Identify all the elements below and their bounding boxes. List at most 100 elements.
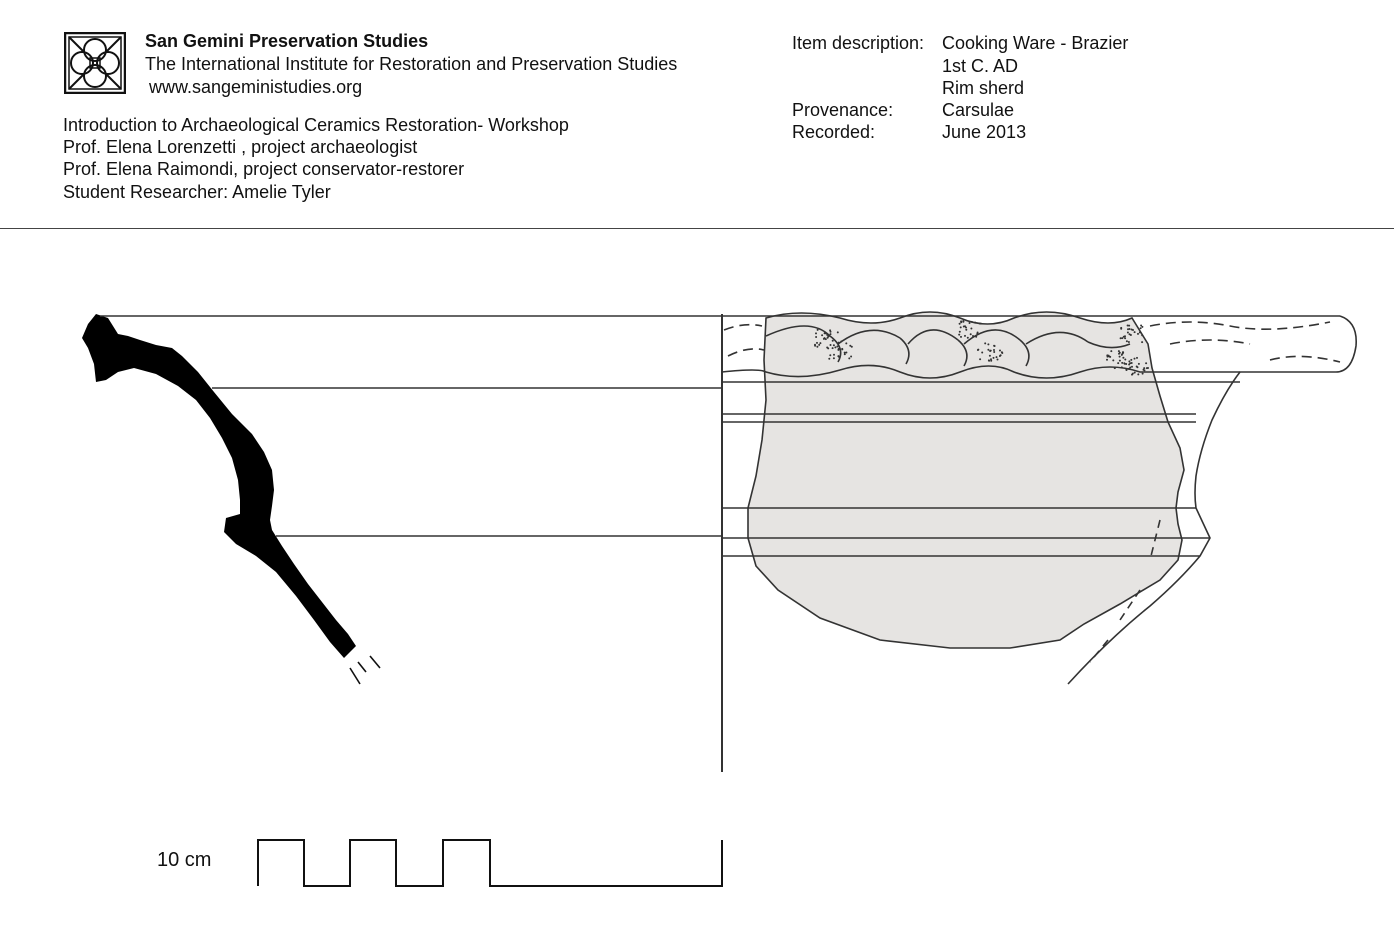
recorded-label: Recorded: xyxy=(792,122,876,142)
stipple-dot xyxy=(987,343,990,346)
stipple-dot xyxy=(1124,337,1127,340)
stipple-dot xyxy=(815,336,818,338)
stipple-dot xyxy=(1120,327,1123,330)
stipple-dot xyxy=(829,330,832,333)
stipple-dot xyxy=(816,328,819,331)
stipple-dot xyxy=(826,333,829,336)
stipple-dot xyxy=(972,335,974,337)
stipple-dot xyxy=(1124,335,1126,338)
stipple-dot xyxy=(1133,357,1136,360)
stipple-dot xyxy=(843,351,846,354)
archaeologist-credit: Prof. Elena Lorenzetti , project archaeo… xyxy=(63,137,418,157)
stipple-dot xyxy=(993,349,995,351)
stipple-dot xyxy=(829,354,832,357)
stipple-dot xyxy=(1133,371,1136,374)
stipple-dot xyxy=(1137,373,1140,376)
stipple-dot xyxy=(1127,367,1130,370)
stipple-dot xyxy=(990,358,992,361)
course-title: Introduction to Archaeological Ceramics … xyxy=(63,115,569,135)
header-divider xyxy=(0,228,1394,229)
stipple-dot xyxy=(1137,362,1140,365)
stipple-dot xyxy=(837,341,840,344)
stipple-dot xyxy=(831,347,834,350)
stipple-dot xyxy=(1137,332,1139,335)
item-description-line-3: Rim sherd xyxy=(942,78,1025,98)
stipple-dot xyxy=(833,353,835,356)
rim-section-profile xyxy=(82,314,356,658)
stipple-dot xyxy=(968,322,971,324)
stipple-dot xyxy=(1135,365,1138,368)
stipple-dot xyxy=(1117,362,1120,365)
item-description-label: Item description: xyxy=(792,33,925,53)
stipple-dot xyxy=(976,331,979,334)
stipple-dot xyxy=(1141,372,1144,375)
stipple-dot xyxy=(1117,350,1120,353)
stipple-dot xyxy=(1127,328,1129,331)
stipple-dot xyxy=(1128,363,1131,366)
stipple-dot xyxy=(962,325,965,328)
stipple-dot xyxy=(989,350,992,352)
stipple-dot xyxy=(1124,358,1127,361)
stipple-dot xyxy=(990,359,993,362)
stipple-dot xyxy=(969,333,972,336)
stipple-dot xyxy=(1110,350,1113,353)
institution-website: www.sangeministudies.org xyxy=(149,77,363,97)
stipple-dot xyxy=(988,359,991,362)
stipple-dot xyxy=(1121,361,1124,364)
stipple-dot xyxy=(1138,331,1141,334)
stipple-dot xyxy=(1143,367,1146,370)
stipple-dot xyxy=(965,326,967,329)
stipple-dot xyxy=(1121,337,1124,340)
stipple-dot xyxy=(1129,366,1132,369)
profile-construction-lines xyxy=(100,315,722,537)
stipple-dot xyxy=(1140,324,1143,327)
institution-subtitle: The International Institute for Restorat… xyxy=(145,54,678,74)
stipple-dot xyxy=(1141,341,1144,344)
stipple-dot xyxy=(1147,367,1149,369)
stipple-dot xyxy=(849,344,852,347)
stipple-dot xyxy=(996,358,999,361)
stipple-dot xyxy=(831,339,834,342)
stipple-dot xyxy=(960,321,963,324)
stipple-dot xyxy=(1113,367,1116,370)
provenance-label: Provenance: xyxy=(792,100,894,120)
stipple-dot xyxy=(984,342,987,345)
stipple-dot xyxy=(1145,362,1148,365)
stipple-dot xyxy=(992,356,995,359)
stipple-dot xyxy=(998,355,1001,357)
stipple-dot xyxy=(1109,355,1112,358)
stipple-dot xyxy=(821,334,824,337)
exterior-view xyxy=(721,311,1357,685)
stipple-dot xyxy=(850,345,853,348)
stipple-dot xyxy=(1106,358,1108,361)
stipple-dot xyxy=(829,344,832,346)
stipple-dot xyxy=(1127,341,1130,343)
stipple-dot xyxy=(840,340,843,343)
stipple-dot xyxy=(816,345,819,348)
stipple-dot xyxy=(959,326,962,329)
stipple-dot xyxy=(1130,362,1133,364)
stipple-dot xyxy=(1143,369,1146,372)
stipple-dot xyxy=(1131,373,1133,376)
stipple-dot xyxy=(1107,354,1110,357)
stipple-dot xyxy=(1133,331,1136,334)
stipple-dot xyxy=(836,331,839,334)
stipple-dot xyxy=(819,342,822,345)
stipple-dot xyxy=(815,332,817,335)
stipple-dot xyxy=(1126,331,1129,334)
stipple-dot xyxy=(960,335,962,338)
scale-bar xyxy=(257,839,723,887)
institution-name: San Gemini Preservation Studies xyxy=(145,31,429,51)
stipple-dot xyxy=(1123,362,1126,365)
stipple-dot xyxy=(1128,360,1131,363)
stipple-dot xyxy=(1128,328,1131,330)
stipple-dot xyxy=(1130,358,1133,361)
stipple-dot xyxy=(1118,355,1121,358)
stipple-dot xyxy=(1129,334,1132,336)
stipple-dot xyxy=(1131,365,1133,368)
stipple-dot xyxy=(834,346,837,349)
stipple-dot xyxy=(1122,356,1125,359)
stipple-dot xyxy=(837,347,840,350)
stipple-dot xyxy=(845,351,848,354)
stipple-dot xyxy=(1125,363,1128,365)
